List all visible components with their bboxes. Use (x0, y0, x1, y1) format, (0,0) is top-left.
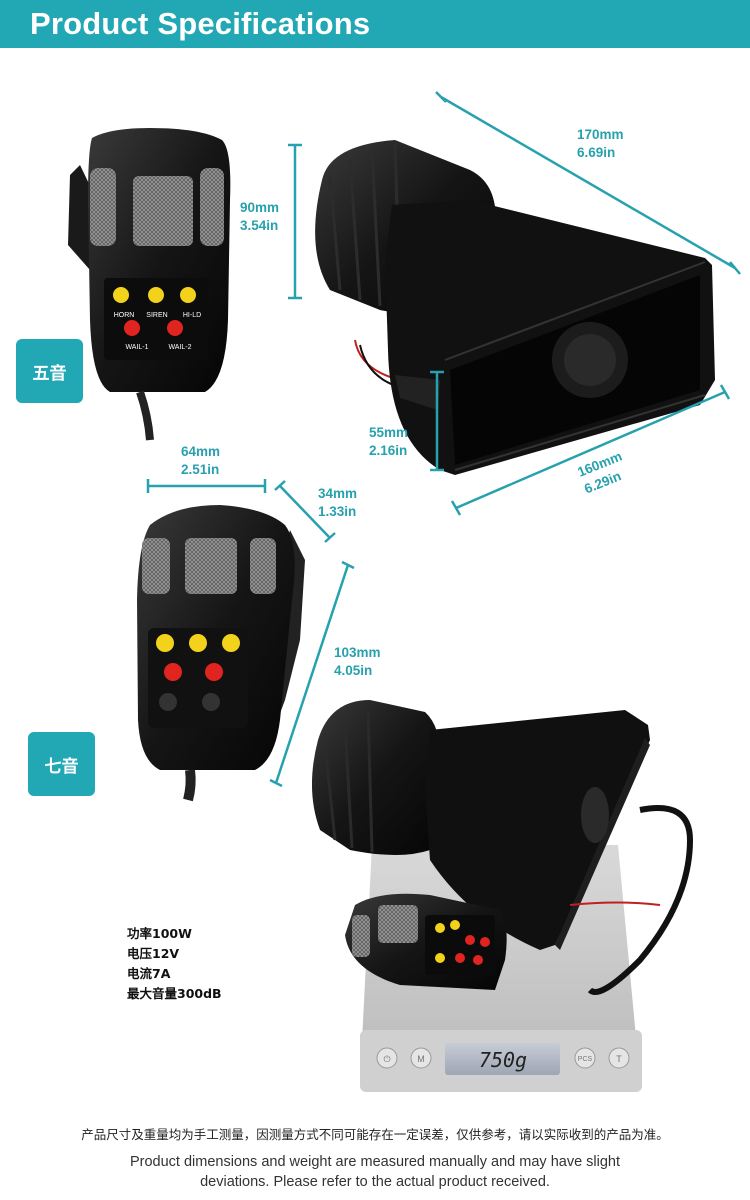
mic-width-in: 2.51in (181, 462, 220, 477)
dimension-lines-mic (146, 479, 355, 788)
scale-reading: 750g (479, 1048, 527, 1072)
spec-volume: 最大音量300dB (127, 986, 222, 1001)
spec-voltage: 电压12V (127, 946, 180, 961)
mic-depth-mm: 34mm (318, 486, 358, 501)
horn-label: HORN (114, 312, 135, 319)
mic-width-label: 64mm 2.51in (181, 443, 220, 479)
mode-button-label: M (417, 1054, 425, 1064)
mic-height-label: 103mm 4.05in (334, 644, 381, 680)
siren-label: SIREN (146, 312, 167, 319)
header-banner: Product Specifications (0, 0, 750, 48)
page-title: Product Specifications (30, 6, 371, 41)
spec-current: 电流7A (127, 966, 171, 981)
spec-power: 功率100W (127, 926, 192, 941)
five-tone-badge: 五音 (16, 339, 83, 403)
microphone-on-scale (345, 893, 507, 990)
speaker-height-label: 90mm 3.54in (240, 199, 279, 235)
hi-ld-label: HI-LD (183, 312, 201, 319)
mouth-height-in: 2.16in (369, 443, 408, 458)
mic-height-in: 4.05in (334, 663, 373, 678)
seven-tone-badge: 七音 (28, 732, 95, 796)
mic-height-mm: 103mm (334, 645, 381, 660)
wail-1-label: WAIL-1 (125, 344, 148, 351)
horn-speaker-top (315, 140, 715, 475)
speaker-height-mm: 90mm (240, 200, 280, 215)
wail-2-label: WAIL-2 (168, 344, 191, 351)
mouth-height-label: 55mm 2.16in (369, 424, 408, 460)
mic-width-mm: 64mm (181, 444, 221, 459)
dimension-lines-top (288, 91, 741, 516)
speaker-length-label: 170mm 6.69in (577, 126, 624, 162)
english-disclaimer-line-1: Product dimensions and weight are measur… (129, 1154, 621, 1170)
microphone-five-tone (68, 128, 231, 441)
power-icon: ⏻ (383, 1054, 390, 1065)
mouth-height-mm: 55mm (369, 425, 409, 440)
speaker-length-in: 6.69in (577, 145, 616, 160)
speaker-height-in: 3.54in (240, 218, 279, 233)
chinese-disclaimer: 产品尺寸及重量均为手工测量，因测量方式不同可能存在一定误差，仅供参考，请以实际收… (81, 1127, 669, 1142)
mic-depth-in: 1.33in (318, 504, 357, 519)
pcs-button-label: PCS (578, 1056, 593, 1063)
mic-depth-label: 34mm 1.33in (318, 485, 357, 521)
speaker-length-mm: 170mm (577, 127, 624, 142)
english-disclaimer: Product dimensions and weight are measur… (0, 1152, 750, 1192)
tare-button-label: T (616, 1054, 622, 1064)
english-disclaimer-line-2: deviations. Please refer to the actual p… (200, 1174, 550, 1190)
microphone-seven-tone (137, 505, 305, 802)
spec-list: 功率100W 电压12V 电流7A 最大音量300dB (127, 924, 222, 1004)
horn-speaker-bottom (311, 700, 694, 995)
